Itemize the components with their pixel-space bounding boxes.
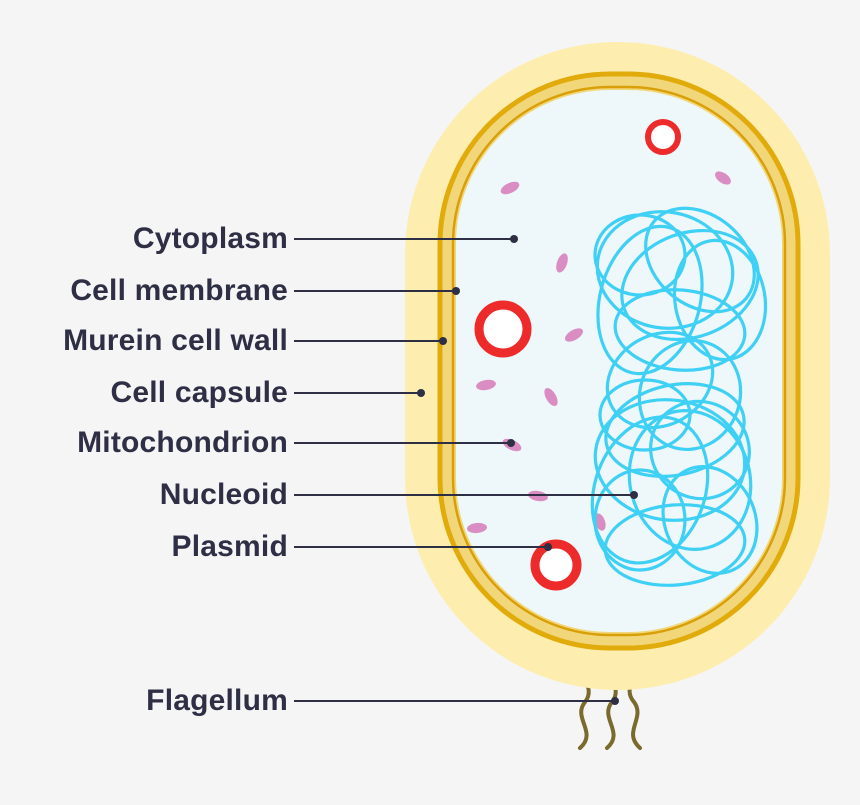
nucleoid bbox=[590, 206, 768, 587]
mitochondrion bbox=[594, 513, 606, 531]
leader-dot-cell-membrane bbox=[452, 287, 460, 295]
leader-dot-murein-cell-wall bbox=[439, 337, 447, 345]
mitochondrion bbox=[556, 253, 568, 273]
plasmid bbox=[474, 300, 532, 358]
mitochondrion bbox=[544, 387, 558, 407]
mitochondrion bbox=[715, 171, 731, 185]
leader-dot-flagellum bbox=[611, 697, 619, 705]
mitochondrion bbox=[476, 379, 496, 391]
mitochondrion bbox=[467, 522, 487, 534]
label-cytoplasm: Cytoplasm bbox=[132, 222, 288, 255]
cell-membrane bbox=[451, 85, 787, 637]
leader-dot-nucleoid bbox=[630, 491, 638, 499]
label-murein-cell-wall: Murein cell wall bbox=[63, 324, 288, 357]
leader-dot-cytoplasm bbox=[510, 235, 518, 243]
plasmid bbox=[645, 119, 681, 155]
label-cell-capsule: Cell capsule bbox=[110, 376, 288, 409]
mitochondrion bbox=[500, 181, 520, 195]
plasmid bbox=[530, 539, 582, 591]
mitochondria bbox=[467, 171, 731, 534]
plasmids bbox=[474, 119, 681, 591]
mitochondrion bbox=[564, 328, 584, 342]
label-mitochondrion: Mitochondrion bbox=[77, 426, 288, 459]
label-flagellum: Flagellum bbox=[146, 684, 288, 717]
label-plasmid: Plasmid bbox=[171, 530, 288, 563]
leader-dot-cell-capsule bbox=[417, 389, 425, 397]
leader-dot-mitochondrion bbox=[507, 439, 515, 447]
leader-dot-plasmid bbox=[544, 543, 552, 551]
label-cell-membrane: Cell membrane bbox=[70, 274, 288, 307]
label-nucleoid: Nucleoid bbox=[159, 478, 288, 511]
leader-lines bbox=[294, 235, 638, 705]
